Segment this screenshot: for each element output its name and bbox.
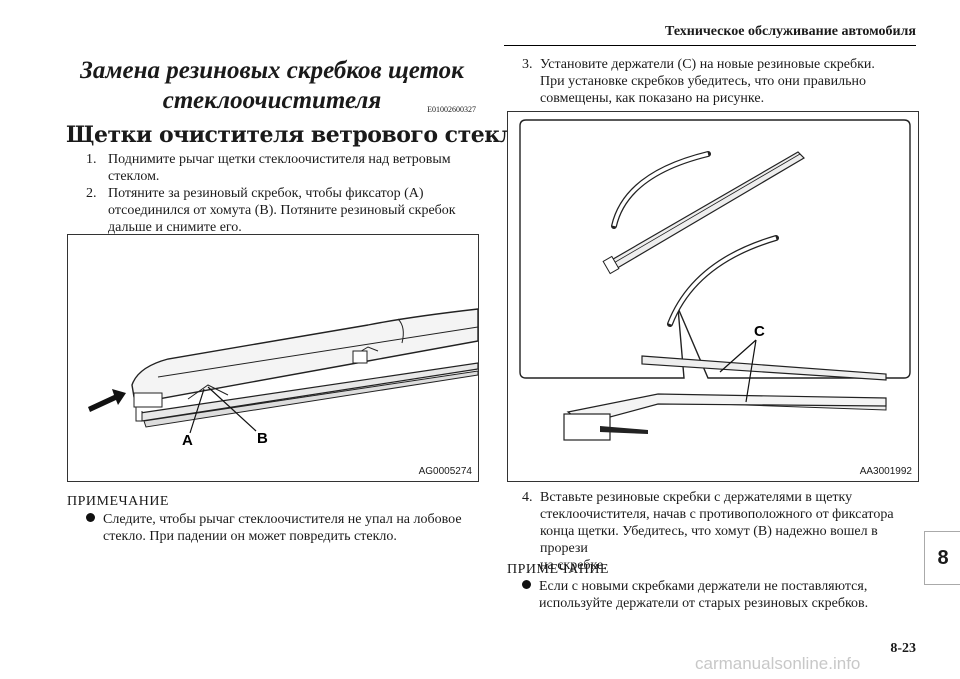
leader-a [189, 388, 205, 434]
step-text: Поднимите рычаг щетки стеклоочистителя н… [108, 152, 451, 167]
note-title: ПРИМЕЧАНИЕ [507, 562, 609, 577]
callout-frame [519, 119, 911, 379]
step-text: При установке скребков убедитесь, что он… [540, 74, 866, 89]
step-3: 3. Установите держатели (C) на новые рези… [522, 56, 922, 107]
figure-code: AG0005274 [418, 466, 472, 477]
figure-wiper-removal: A B AG0005274 [67, 234, 479, 482]
clamp-tab [352, 350, 368, 364]
running-header: Техническое обслуживание автомобиля [665, 24, 916, 39]
step-text: конца щетки. Убедитесь, что хомут (B) на… [540, 524, 878, 556]
note-title: ПРИМЕЧАНИЕ [67, 494, 169, 509]
step-text: Установите держатели (C) на новые резино… [540, 57, 875, 72]
bullet-icon [522, 580, 531, 589]
rubber-slot [600, 426, 648, 434]
section-title: Замена резиновых скребков щеток стеклооч… [66, 56, 478, 116]
pull-arrow-icon [88, 389, 126, 412]
header-rule [504, 45, 916, 46]
holder-upper-fill [612, 152, 709, 227]
chapter-number: 8 [937, 547, 949, 569]
bullet-icon [86, 513, 95, 522]
label-a: A [182, 432, 193, 449]
step-1: 1. Поднимите рычаг щетки стеклоочистителя… [86, 151, 486, 185]
step-text: Потяните за резиновый скребок, чтобы фик… [108, 186, 424, 201]
figure-code: AA3001992 [859, 466, 912, 477]
holder-lower [667, 235, 779, 327]
figure-holder-install: C AA3001992 [507, 111, 919, 482]
subheading: Щетки очистителя ветрового стекла [66, 122, 529, 148]
label-c: C [754, 323, 765, 340]
note-left: Следите, чтобы рычаг стеклоочистителя не… [86, 511, 486, 545]
step-text: Вставьте резиновые скребки с держателями… [540, 490, 853, 505]
step-text: стеклоочистителя, начав с противоположно… [540, 507, 894, 522]
wiper-blade-illustration: A B [88, 308, 479, 449]
blade-body [131, 308, 479, 402]
step-4: 4. Вставьте резиновые скребки с держателя… [522, 489, 922, 574]
holder-lower-fill [668, 236, 777, 325]
section-code: E01002600327 [427, 105, 476, 114]
step-number: 2. [86, 186, 97, 201]
end-cap [133, 392, 163, 408]
rubber-strip-new [607, 151, 805, 271]
blade-joint [397, 318, 404, 344]
label-b: B [257, 430, 268, 447]
step-text: на скребке. [540, 558, 607, 573]
leader-b [207, 386, 257, 432]
blade-body [566, 393, 887, 425]
section-title-line2: стеклоочистителя [162, 87, 382, 114]
leader-c1 [719, 339, 757, 373]
step-text: совмещены, как показано на рисунке. [540, 91, 765, 106]
step-text: стеклом. [108, 169, 160, 184]
note-text: стекло. При падении он может повредить с… [103, 529, 397, 544]
section-title-line1: Замена резиновых скребков щеток [80, 57, 464, 84]
watermark: carmanualsonline.info [695, 654, 861, 673]
note-text: Если с новыми скребками держатели не пос… [539, 579, 868, 594]
note-text: Следите, чтобы рычаг стеклоочистителя не… [103, 512, 462, 527]
step-number: 4. [522, 490, 533, 505]
leader-c2 [745, 339, 757, 403]
chapter-tab: 8 [924, 531, 960, 585]
step-text: отсоединился от хомута (B). Потяните рез… [108, 203, 456, 218]
strip-end [602, 255, 620, 275]
note-text: используйте держатели от старых резиновы… [539, 596, 869, 611]
step-number: 3. [522, 57, 533, 72]
step-text: дальше и снимите его. [108, 220, 242, 235]
step-2: 2. Потяните за резиновый скребок, чтобы ф… [86, 185, 486, 236]
blade-ridge [157, 326, 479, 378]
stopper-a [187, 384, 229, 400]
stopper-hook [135, 407, 143, 422]
rubber-strip-line [611, 153, 801, 265]
step-number: 1. [86, 152, 97, 167]
page-number: 8-23 [890, 641, 916, 656]
rubber-long-1 [641, 355, 887, 381]
note-right: Если с новыми скребками держатели не пос… [522, 578, 922, 612]
rubber-holders-illustration: C [519, 119, 911, 441]
